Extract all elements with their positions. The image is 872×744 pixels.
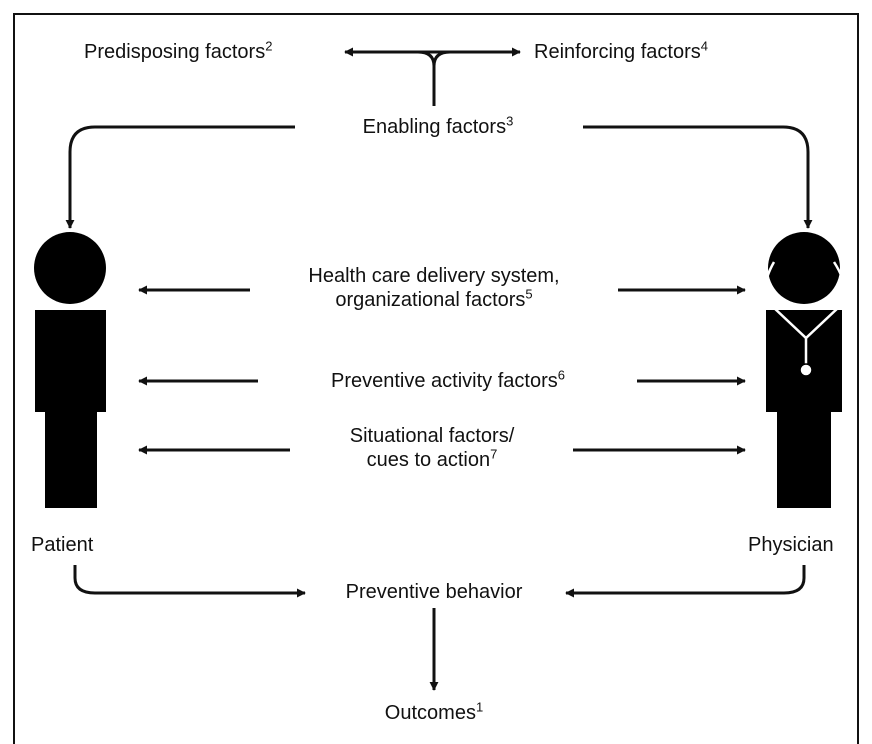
outcomes-label: Outcomes1 — [384, 699, 484, 724]
preventive-activity-label: Preventive activity factors6 — [331, 367, 565, 392]
predisposing-reinforcing-arrow — [344, 47, 521, 106]
diagram-frame — [13, 13, 859, 744]
physician-to-behavior-arrow — [565, 565, 806, 598]
enabling-to-physician-arrow — [583, 125, 813, 229]
stethoscope-icon — [764, 261, 847, 377]
enabling-factors-label: Enabling factors3 — [362, 113, 514, 138]
situational-factors-label: Situational factors/ cues to action7 — [349, 425, 515, 471]
patient-label: Patient — [31, 534, 94, 556]
preventive-behavior-label: Preventive behavior — [345, 581, 523, 603]
patient-to-behavior-arrow — [73, 565, 306, 598]
physician-label: Physician — [748, 534, 834, 556]
predisposing-factors-label: Predisposing factors2 — [84, 38, 273, 63]
reinforcing-factors-label: Reinforcing factors4 — [534, 38, 708, 63]
physician-figure — [766, 232, 842, 508]
health-care-label: Health care delivery system, organizatio… — [308, 265, 560, 311]
enabling-to-patient-arrow — [65, 125, 295, 229]
patient-figure — [34, 232, 106, 508]
